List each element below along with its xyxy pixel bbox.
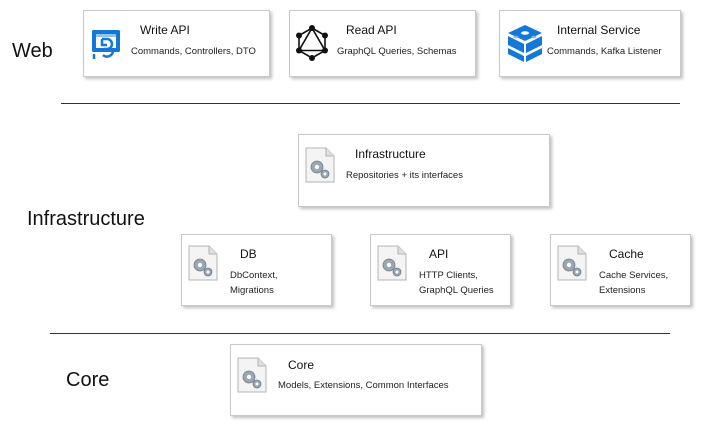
card-cache[interactable]: Cache Cache Services, Extensions (550, 234, 691, 306)
card-core[interactable]: Core Models, Extensions, Common Interfac… (230, 344, 482, 416)
card-infrastructure[interactable]: Infrastructure Repositories + its interf… (298, 134, 550, 207)
config-file-icon (305, 147, 335, 188)
card-subtitle: Repositories + its interfaces (346, 170, 463, 181)
card-title: DB (240, 247, 257, 261)
layer-label-core: Core (66, 369, 110, 391)
card-db[interactable]: DB DbContext, Migrations (181, 234, 332, 306)
card-title: Internal Service (557, 23, 641, 37)
card-write-api[interactable]: Write API Commands, Controllers, DTO (83, 10, 270, 77)
card-subtitle-line2: Extensions (599, 285, 646, 296)
card-title: Infrastructure (355, 147, 426, 161)
config-file-icon (237, 357, 267, 398)
config-file-icon (557, 245, 587, 286)
card-title: Cache (609, 247, 644, 261)
card-title: API (429, 247, 449, 261)
card-subtitle: Models, Extensions, Common Interfaces (278, 380, 449, 391)
config-file-icon (377, 245, 407, 286)
card-internal-service[interactable]: Internal Service Commands, Kafka Listene… (499, 10, 681, 77)
card-subtitle-line2: Migrations (230, 285, 274, 296)
separator-infrastructure-core (50, 333, 670, 334)
card-subtitle-line1: HTTP Clients, (419, 270, 478, 281)
card-subtitle-line2: GraphQL Queries (419, 285, 494, 296)
card-read-api[interactable]: Read API GraphQL Queries, Schemas (289, 10, 476, 77)
card-subtitle-line1: DbContext, (230, 270, 278, 281)
graphql-icon (295, 25, 329, 66)
card-title: Core (288, 358, 315, 372)
card-api[interactable]: API HTTP Clients, GraphQL Queries (370, 234, 511, 306)
card-title: Write API (140, 23, 190, 37)
card-subtitle: Commands, Kafka Listener (547, 46, 662, 57)
card-title: Read API (346, 23, 397, 37)
layer-label-web: Web (12, 40, 53, 62)
blocks-stack-icon (506, 23, 544, 68)
separator-web-infrastructure (61, 103, 680, 104)
config-file-icon (188, 245, 218, 286)
card-subtitle: GraphQL Queries, Schemas (337, 46, 457, 57)
azure-api-icon (91, 29, 121, 66)
layer-label-infrastructure: Infrastructure (27, 208, 145, 230)
card-subtitle-line1: Cache Services, (599, 270, 669, 281)
card-subtitle: Commands, Controllers, DTO (131, 46, 256, 57)
